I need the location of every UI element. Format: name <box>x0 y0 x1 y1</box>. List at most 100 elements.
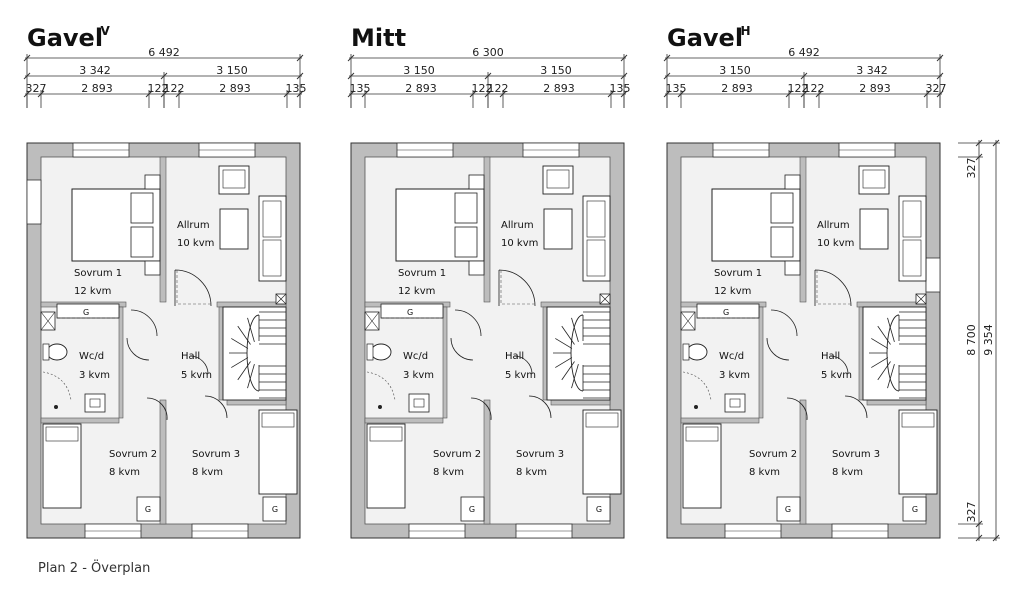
coffee-table <box>859 208 889 250</box>
coffee-table <box>219 208 249 250</box>
room-name-sovrum-2: Sovrum 2 <box>109 449 157 460</box>
segment-width-label: 122 <box>788 82 809 95</box>
half-width-label: 3 150 <box>719 64 751 77</box>
room-area-sovrum-1: 12 kvm <box>74 286 111 297</box>
room-area-sovrum-2: 8 kvm <box>749 467 780 478</box>
segment-width-label: 327 <box>26 82 47 95</box>
room-area-hall: 5 kvm <box>505 370 536 381</box>
room-name-hall: Hall <box>505 351 524 362</box>
room-name-wc: Wc/d <box>719 351 744 362</box>
unit-title: Mitt <box>351 24 406 52</box>
unit-title: Gavel <box>667 24 743 52</box>
room-name-sovrum-3: Sovrum 3 <box>516 449 564 460</box>
room-name-sovrum-1: Sovrum 1 <box>714 268 762 279</box>
room-area-wc: 3 kvm <box>719 370 750 381</box>
room-area-sovrum-3: 8 kvm <box>192 467 223 478</box>
coffee-table <box>543 208 573 250</box>
top-wall-dimension: 327 <box>965 158 978 179</box>
room-area-sovrum-1: 12 kvm <box>398 286 435 297</box>
overall-width-label: 6 492 <box>148 46 180 59</box>
room-area-allrum: 10 kvm <box>177 238 214 249</box>
half-width-label: 3 342 <box>79 64 111 77</box>
room-name-sovrum-3: Sovrum 3 <box>832 449 880 460</box>
segment-width-label: 2 893 <box>219 82 251 95</box>
half-width-label: 3 150 <box>540 64 572 77</box>
vertical-dimensions: 327 8 700 327 9 354 <box>958 139 1000 542</box>
room-area-hall: 5 kvm <box>821 370 852 381</box>
segment-width-label: 2 893 <box>543 82 575 95</box>
room-area-allrum: 10 kvm <box>817 238 854 249</box>
segment-width-label: 135 <box>350 82 371 95</box>
overall-width-label: 6 300 <box>472 46 504 59</box>
plan-caption: Plan 2 - Överplan <box>38 559 150 576</box>
furniture: G G G <box>680 165 938 522</box>
fixture-label: G <box>596 505 602 514</box>
segment-width-label: 122 <box>164 82 185 95</box>
segment-width-label: 122 <box>472 82 493 95</box>
segment-width-label: 2 893 <box>405 82 437 95</box>
segment-width-label: 122 <box>488 82 509 95</box>
fixture-label: G <box>723 308 729 317</box>
toilet <box>46 343 68 361</box>
toilet <box>370 343 392 361</box>
doors <box>126 269 228 421</box>
fixture-label: G <box>469 505 475 514</box>
room-name-allrum: Allrum <box>177 220 210 231</box>
segment-width-label: 122 <box>148 82 169 95</box>
fixture-label: G <box>912 505 918 514</box>
unit-title: Gavel <box>27 24 103 52</box>
room-area-sovrum-2: 8 kvm <box>109 467 140 478</box>
bottom-wall-dimension: 327 <box>965 502 978 523</box>
room-name-hall: Hall <box>821 351 840 362</box>
room-name-sovrum-3: Sovrum 3 <box>192 449 240 460</box>
room-name-sovrum-1: Sovrum 1 <box>398 268 446 279</box>
room-name-allrum: Allrum <box>817 220 850 231</box>
segment-width-label: 135 <box>666 82 687 95</box>
room-area-sovrum-1: 12 kvm <box>714 286 751 297</box>
fixture-label: G <box>272 505 278 514</box>
segment-width-label: 135 <box>610 82 631 95</box>
unit-title-superscript: H <box>741 24 751 38</box>
segment-width-label: 2 893 <box>721 82 753 95</box>
room-name-hall: Hall <box>181 351 200 362</box>
doors <box>766 269 868 421</box>
room-name-sovrum-1: Sovrum 1 <box>74 268 122 279</box>
half-width-label: 3 150 <box>216 64 248 77</box>
doors <box>450 269 552 421</box>
fixture-label: G <box>785 505 791 514</box>
fixture-label: G <box>83 308 89 317</box>
side-window <box>26 179 42 225</box>
staircase <box>222 293 287 401</box>
overall-height-dimension: 9 354 <box>982 324 995 356</box>
side-window <box>925 257 941 293</box>
staircase <box>862 293 927 401</box>
unit-title-superscript: V <box>101 24 111 38</box>
room-area-sovrum-2: 8 kvm <box>433 467 464 478</box>
room-area-wc: 3 kvm <box>79 370 110 381</box>
room-area-allrum: 10 kvm <box>501 238 538 249</box>
segment-width-label: 327 <box>926 82 947 95</box>
overall-width-label: 6 492 <box>788 46 820 59</box>
toilet <box>686 343 708 361</box>
room-name-wc: Wc/d <box>79 351 104 362</box>
segment-width-label: 122 <box>804 82 825 95</box>
segment-width-label: 135 <box>286 82 307 95</box>
segment-width-label: 2 893 <box>859 82 891 95</box>
inner-height-dimension: 8 700 <box>965 324 978 356</box>
staircase <box>546 293 611 401</box>
room-name-sovrum-2: Sovrum 2 <box>749 449 797 460</box>
half-width-label: 3 150 <box>403 64 435 77</box>
segment-width-label: 2 893 <box>81 82 113 95</box>
room-area-hall: 5 kvm <box>181 370 212 381</box>
